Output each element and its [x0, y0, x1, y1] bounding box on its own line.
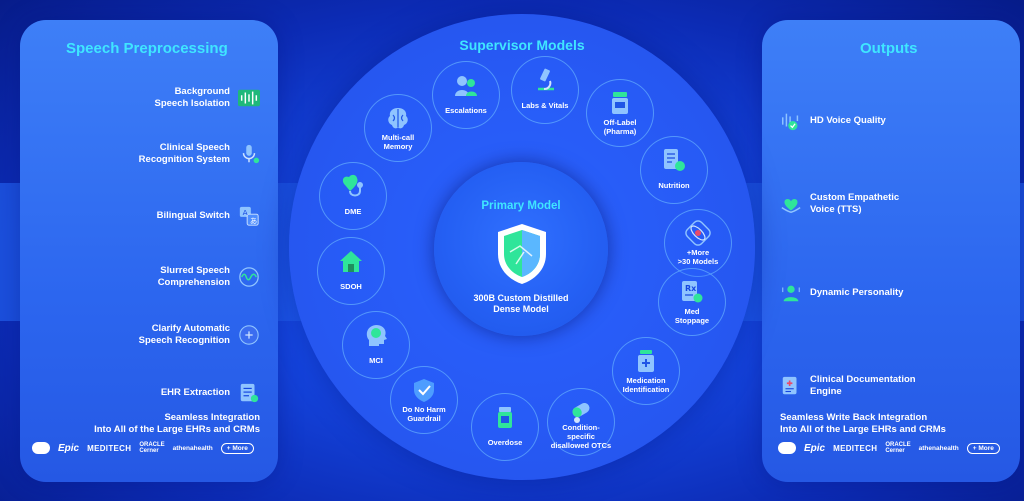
supervisor-node-label: +More>30 Models	[677, 248, 719, 266]
supervisor-node-escalations[interactable]: Escalations	[432, 61, 500, 129]
stethoscope-icon	[340, 173, 366, 199]
shield-model-icon	[494, 222, 550, 291]
epic-logo: Epic	[804, 442, 826, 454]
otc-icon	[568, 399, 594, 425]
output-item-dynamic-personality: Dynamic Personality	[780, 282, 903, 304]
escalation-icon	[453, 72, 479, 98]
primary-model-description: 300B Custom Distilled Dense Model	[473, 293, 569, 314]
epic-logo: Epic	[58, 442, 80, 454]
supervisor-node-label: Escalations	[445, 106, 487, 115]
supervisor-node-label: Overdose	[487, 438, 523, 447]
atom-icon	[685, 220, 711, 246]
meditech-logo: MEDITECH	[833, 443, 878, 453]
nutrition-icon	[661, 147, 687, 173]
asr-icon	[238, 324, 260, 346]
home-icon	[338, 248, 364, 274]
supervisor-node-off-label[interactable]: Off-Label(Pharma)	[586, 79, 654, 147]
supervisor-node-label: Labs & Vitals	[521, 101, 569, 110]
write-back-integration-note: Seamless Write Back Integration Into All…	[780, 412, 946, 435]
output-item-hd-voice: HD Voice Quality	[780, 110, 886, 132]
salesforce-cloud-icon	[32, 442, 50, 454]
supervisor-node-label: Off-Label(Pharma)	[603, 118, 637, 136]
preproc-item-ehr-extraction: EHR Extraction	[161, 382, 260, 404]
speech-preprocessing-title: Speech Preprocessing	[66, 40, 228, 57]
athenahealth-logo: athenahealth	[172, 444, 213, 452]
supervisor-node-dme[interactable]: DME	[319, 162, 387, 230]
microphone-icon	[238, 143, 260, 165]
supervisor-node-nutrition[interactable]: Nutrition	[640, 136, 708, 204]
athenahealth-logo: athenahealth	[918, 444, 959, 452]
supervisor-node-label: DME	[344, 207, 362, 216]
speech-wave-icon	[238, 266, 260, 288]
supervisor-node-more[interactable]: +More>30 Models	[664, 209, 732, 277]
svg-text:A: A	[243, 208, 248, 217]
supervisor-models-title: Supervisor Models	[459, 37, 585, 53]
more-ehrs-button[interactable]: + More	[220, 442, 254, 454]
prescription-icon: Rx	[679, 279, 705, 305]
ehr-doc-icon	[238, 382, 260, 404]
overdose-icon	[492, 404, 518, 430]
supervisor-node-labs-vitals[interactable]: Labs & Vitals	[511, 56, 579, 124]
svg-text:あ: あ	[250, 216, 257, 225]
integration-note: Seamless Integration Into All of the Lar…	[94, 412, 260, 435]
guardrail-shield-icon	[411, 377, 437, 403]
salesforce-cloud-icon	[778, 442, 796, 454]
supervisor-node-mci[interactable]: MCI	[342, 311, 410, 379]
meditech-logo: MEDITECH	[87, 443, 132, 453]
empathy-icon	[780, 193, 802, 215]
supervisor-node-label: Nutrition	[658, 181, 690, 190]
more-ehrs-button[interactable]: + More	[966, 442, 1000, 454]
microscope-icon	[532, 67, 558, 93]
supervisor-node-sdoh[interactable]: SDOH	[317, 237, 385, 305]
medication-id-icon	[633, 348, 659, 374]
pill-bottle-icon	[607, 90, 633, 116]
outputs-panel: Outputs HD Voice Quality Custom Empathet…	[762, 20, 1020, 482]
supervisor-node-label: MCI	[369, 356, 383, 365]
svg-text:Rx: Rx	[685, 284, 697, 293]
primary-model-title: Primary Model	[481, 200, 561, 212]
waveform-icon	[238, 87, 260, 109]
supervisor-node-label: SDOH	[340, 282, 362, 291]
clinical-doc-icon	[780, 375, 802, 397]
brain-icon	[385, 105, 411, 131]
supervisor-node-overdose[interactable]: Overdose	[471, 393, 539, 461]
head-brain-icon	[363, 322, 389, 348]
hd-voice-icon	[780, 110, 802, 132]
outputs-title: Outputs	[860, 40, 918, 57]
personality-icon	[780, 282, 802, 304]
